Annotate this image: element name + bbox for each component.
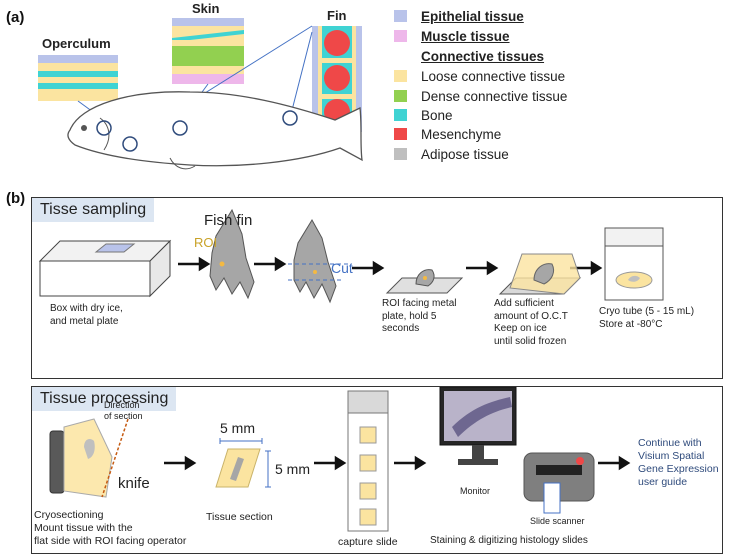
fish-fin-label: Fish fin [204, 212, 253, 229]
cryosectioning-caption: Cryosectioning Mount tissue with the fla… [34, 509, 187, 547]
epithelial-swatch [394, 10, 407, 22]
skin-label: Skin [192, 1, 220, 16]
skin-layers [172, 18, 244, 84]
legend-bone-text: Bone [421, 107, 453, 123]
legend-dense-text: Dense connective tissue [421, 88, 568, 104]
adipose-swatch [394, 148, 407, 160]
roi-label: ROI [194, 235, 218, 250]
roi-caption: ROI facing metal plate, hold 5 seconds [382, 298, 457, 334]
legend-loose-text: Loose connective tissue [421, 68, 566, 84]
legend-mesenchyme-text: Mesenchyme [421, 126, 502, 142]
cryo-tube-caption: Cryo tube (5 - 15 mL) Store at -80°C [599, 306, 695, 330]
cut-label: Cut [331, 260, 353, 276]
legend-connective-header-text: Connective tissues [421, 48, 545, 64]
tissue-processing-title: Tissue processing [32, 387, 177, 411]
sampling-illustrations [38, 208, 664, 304]
bone-swatch [394, 109, 407, 121]
dim-width-label: 5 mm [220, 420, 255, 436]
mesenchyme-swatch [394, 128, 407, 140]
fin-label: Fin [327, 8, 347, 23]
panel-a-label: (a) [6, 9, 25, 26]
legend-epithelial-text: Epithelial tissue [421, 8, 524, 24]
dim-height-label: 5 mm [275, 461, 310, 477]
operculum-layers [38, 55, 118, 101]
panel-b-label: (b) [6, 190, 26, 207]
tissue-sampling-title: Tisse sampling [32, 198, 155, 222]
continue-guide-note: Continue with Visium Spatial Gene Expres… [638, 437, 719, 488]
loose-swatch [394, 70, 407, 82]
legend-epithelial: Epithelial tissue [394, 7, 524, 25]
legend-mesenchyme: Mesenchyme [394, 125, 501, 143]
legend-connective-header: Connective tissues [421, 47, 544, 65]
legend-dense: Dense connective tissue [394, 87, 567, 105]
slide-scanner-label: Slide scanner [530, 516, 585, 526]
processing-illustrations [49, 387, 631, 532]
oct-caption: Add sufficient amount of O.C.T Keep on i… [494, 298, 568, 347]
monitor-label: Monitor [460, 486, 491, 496]
muscle-swatch [394, 30, 407, 42]
fish-tissue-illustration [38, 18, 363, 170]
tissue-processing-box: Tissue processing [31, 386, 723, 554]
knife-label: knife [118, 475, 150, 492]
legend-muscle-text: Muscle tissue [421, 28, 510, 44]
legend-adipose-text: Adipose tissue [421, 146, 509, 162]
legend-loose: Loose connective tissue [394, 67, 565, 85]
direction-of-section-label: Direction of section [104, 400, 143, 421]
operculum-label: Operculum [42, 36, 111, 51]
legend-muscle: Muscle tissue [394, 27, 510, 45]
staining-caption: Staining & digitizing histology slides [430, 535, 588, 546]
dry-ice-box [38, 239, 172, 298]
legend-bone: Bone [394, 106, 453, 124]
legend-adipose: Adipose tissue [394, 145, 509, 163]
box-caption: Box with dry ice, and metal plate [50, 303, 123, 327]
capture-slide-caption: capture slide [338, 536, 398, 548]
dense-swatch [394, 90, 407, 102]
tissue-section-caption: Tissue section [206, 511, 273, 523]
tissue-sampling-box: Tisse sampling [31, 197, 723, 379]
